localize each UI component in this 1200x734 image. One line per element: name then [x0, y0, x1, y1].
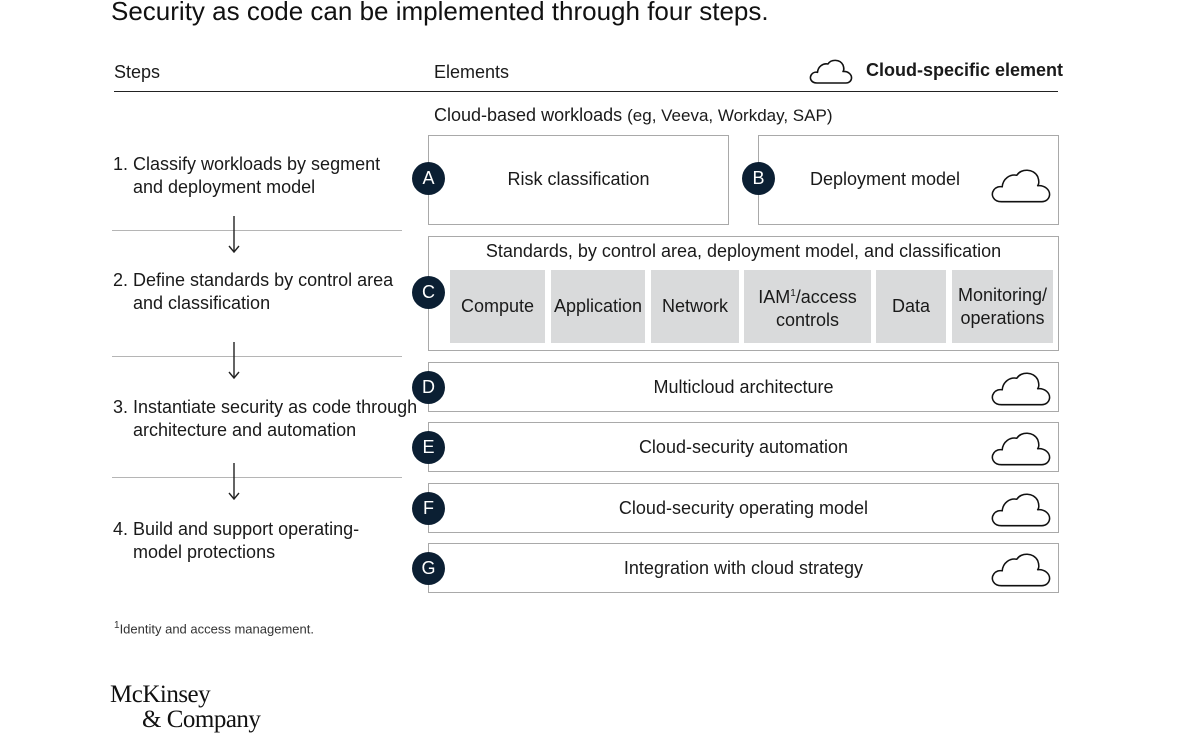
- arrow-down-icon: [228, 342, 240, 380]
- element-label: Deployment model: [809, 169, 961, 189]
- workloads-label: Cloud-based workloads (eg, Veeva, Workda…: [434, 105, 832, 126]
- step-number: 1.: [113, 154, 129, 174]
- cloud-icon: [991, 493, 1051, 527]
- mckinsey-logo: McKinsey & Company: [110, 681, 261, 733]
- tile-data: Data: [876, 270, 946, 343]
- footnote: 1Identity and access management.: [114, 620, 314, 636]
- step-number: 2.: [113, 270, 129, 290]
- footnote-text: Identity and access management.: [119, 621, 314, 637]
- tile-monitoring-line-1: Monitoring/: [957, 284, 1048, 305]
- element-badge-c: C: [412, 276, 445, 309]
- element-label: Multicloud architecture: [653, 377, 834, 397]
- header-divider: [114, 91, 1058, 92]
- step-divider: [112, 356, 402, 357]
- workloads-examples: (eg, Veeva, Workday, SAP): [627, 106, 833, 125]
- workloads-title: Cloud-based workloads: [434, 105, 623, 125]
- cloud-icon: [991, 553, 1051, 587]
- element-badge-d: D: [412, 371, 445, 404]
- element-box-deployment-model: Deployment model: [758, 135, 1059, 225]
- step-2: 2. Define standards by control area and …: [113, 269, 393, 315]
- logo-line-2: & Company: [142, 706, 261, 733]
- cloud-icon: [991, 432, 1051, 466]
- element-label: Cloud-security automation: [638, 437, 849, 457]
- arrow-down-icon: [228, 463, 240, 501]
- element-box-risk-classification: Risk classification: [428, 135, 729, 225]
- step-text-line-2: and classification: [133, 293, 271, 313]
- tile-iam-access-controls: IAM1/access controls: [744, 270, 871, 343]
- step-text-line-2: and deployment model: [133, 177, 316, 197]
- step-divider: [112, 230, 402, 231]
- logo-line-1: McKinsey: [110, 681, 211, 708]
- step-text-line-1: Define standards by control area: [133, 270, 394, 290]
- element-box-standards: Standards, by control area, deployment m…: [428, 236, 1059, 351]
- tile-monitoring-operations: Monitoring/ operations: [952, 270, 1053, 343]
- step-number: 3.: [113, 397, 129, 417]
- element-label: Cloud-security operating model: [618, 498, 869, 518]
- step-3: 3. Instantiate security as code through …: [113, 396, 417, 442]
- step-text-line-1: Classify workloads by segment: [133, 154, 381, 174]
- cloud-icon: [809, 59, 853, 84]
- footnote-marker: 1: [114, 620, 120, 631]
- element-label: Standards, by control area, deployment m…: [485, 241, 1002, 261]
- elements-column-header: Elements: [434, 62, 510, 82]
- arrow-down-icon: [228, 216, 240, 254]
- step-1: 1. Classify workloads by segment and dep…: [113, 153, 380, 199]
- element-label: Integration with cloud strategy: [623, 558, 864, 578]
- element-box-integration-with-cloud-strategy: Integration with cloud strategy: [428, 543, 1059, 593]
- element-box-cloud-security-operating-model: Cloud-security operating model: [428, 483, 1059, 533]
- element-badge-b: B: [742, 162, 775, 195]
- tile-compute: Compute: [450, 270, 545, 343]
- cloud-icon: [991, 372, 1051, 406]
- step-number: 4.: [113, 519, 129, 539]
- step-text-line-2: architecture and automation: [133, 420, 357, 440]
- element-badge-g: G: [412, 552, 445, 585]
- step-text-line-1: Build and support operating-: [133, 519, 360, 539]
- element-box-multicloud-architecture: Multicloud architecture: [428, 362, 1059, 412]
- steps-column-header: Steps: [114, 62, 161, 82]
- tile-network: Network: [651, 270, 739, 343]
- element-badge-e: E: [412, 431, 445, 464]
- legend-label: Cloud-specific element: [866, 60, 1064, 80]
- step-divider: [112, 477, 402, 478]
- cloud-icon: [991, 169, 1051, 203]
- element-box-cloud-security-automation: Cloud-security automation: [428, 422, 1059, 472]
- step-text-line-2: model protections: [133, 542, 276, 562]
- step-text-line-1: Instantiate security as code through: [133, 397, 418, 417]
- tile-monitoring-line-2: operations: [960, 307, 1045, 328]
- page-title: Security as code can be implemented thro…: [111, 0, 769, 26]
- tile-application: Application: [551, 270, 645, 343]
- tile-iam-suffix: /access: [795, 286, 857, 307]
- tile-iam-prefix: IAM: [758, 286, 791, 307]
- element-label: Risk classification: [507, 169, 650, 189]
- step-4: 4. Build and support operating- model pr…: [113, 518, 359, 564]
- footnote-marker: 1: [790, 287, 796, 299]
- tile-iam-line-2: controls: [775, 309, 839, 330]
- element-badge-f: F: [412, 492, 445, 525]
- element-badge-a: A: [412, 162, 445, 195]
